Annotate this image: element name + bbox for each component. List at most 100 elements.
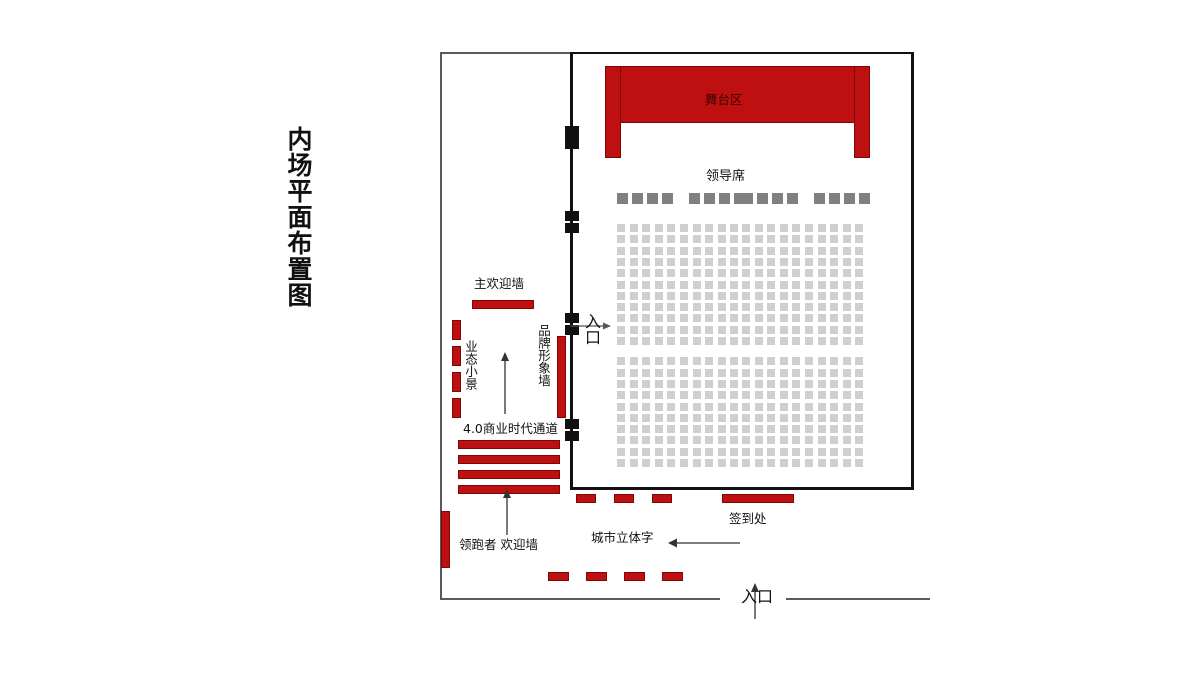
page-title: 内场平面布置图 xyxy=(284,126,313,308)
guest-seat xyxy=(654,269,663,278)
bottom-dash-2 xyxy=(586,572,607,581)
guest-seat xyxy=(830,235,839,244)
guest-seat xyxy=(629,224,638,232)
guest-seat xyxy=(667,314,676,323)
guest-seat xyxy=(642,291,651,300)
guest-seat xyxy=(705,379,714,388)
guest-seat xyxy=(692,325,701,334)
vip-seat xyxy=(719,193,730,204)
guest-seat xyxy=(855,337,864,345)
guest-seat xyxy=(629,402,638,411)
guest-seat xyxy=(817,269,826,278)
guest-seat xyxy=(805,337,813,345)
guest-seat xyxy=(705,303,714,312)
guest-seat xyxy=(680,391,688,400)
guest-seat xyxy=(805,291,813,300)
guest-seat xyxy=(667,325,676,334)
vip-seat xyxy=(844,193,855,204)
guest-seat xyxy=(667,459,676,467)
guest-seat xyxy=(805,235,813,244)
guest-seat xyxy=(654,314,663,323)
guest-seat xyxy=(667,391,676,400)
guest-seat xyxy=(692,436,701,445)
guest-seat xyxy=(817,280,826,289)
hall-wall-bottom xyxy=(570,487,914,490)
guest-seat xyxy=(642,224,651,232)
guest-seat xyxy=(667,447,676,456)
guest-seat xyxy=(792,280,801,289)
guest-seat xyxy=(805,368,813,377)
guest-seat xyxy=(717,391,726,400)
guest-seat xyxy=(792,325,801,334)
guest-seat xyxy=(654,303,663,312)
guest-seat xyxy=(855,224,864,232)
guest-seat xyxy=(805,269,813,278)
guest-seat xyxy=(767,224,776,232)
guest-seat xyxy=(817,291,826,300)
guest-seat xyxy=(654,235,663,244)
guest-seat xyxy=(855,368,864,377)
guest-seat xyxy=(805,459,813,467)
guest-seat xyxy=(855,379,864,388)
guest-seat xyxy=(654,425,663,434)
guest-seat xyxy=(717,413,726,422)
guest-seat xyxy=(792,314,801,323)
guest-seat xyxy=(767,447,776,456)
guest-seat xyxy=(692,314,701,323)
guest-seat xyxy=(730,459,739,467)
entrance-bottom-label[interactable]: 入口 xyxy=(741,587,774,606)
guest-seat xyxy=(767,235,776,244)
corridor-bar-1 xyxy=(458,440,560,449)
guest-seat xyxy=(705,425,714,434)
guest-seat xyxy=(654,402,663,411)
guest-seat xyxy=(680,303,688,312)
guest-seat xyxy=(792,459,801,467)
guest-seat xyxy=(717,402,726,411)
guest-seat xyxy=(805,325,813,334)
guest-seat xyxy=(830,246,839,255)
guest-seat xyxy=(642,436,651,445)
guest-seat xyxy=(705,314,714,323)
door-marker-4-top xyxy=(565,419,579,429)
guest-seat xyxy=(654,246,663,255)
guest-seat xyxy=(617,337,625,345)
guest-seat xyxy=(667,246,676,255)
guest-seat xyxy=(680,436,688,445)
guest-seat xyxy=(617,314,625,323)
guest-seat xyxy=(742,235,750,244)
guest-seat xyxy=(830,402,839,411)
guest-seat xyxy=(680,379,688,388)
guest-seat xyxy=(717,246,726,255)
entrance-right-label[interactable]: 入口 xyxy=(582,313,601,345)
guest-seat xyxy=(742,291,750,300)
guest-seat xyxy=(767,280,776,289)
guest-seat xyxy=(617,413,625,422)
corridor-bar-2 xyxy=(458,455,560,464)
guest-seat xyxy=(754,291,763,300)
guest-seat xyxy=(654,391,663,400)
stage-area-left-wing xyxy=(605,66,621,158)
guest-seat xyxy=(717,291,726,300)
guest-seat xyxy=(817,379,826,388)
guest-seat xyxy=(654,337,663,345)
guest-seat xyxy=(742,303,750,312)
guest-seat xyxy=(654,224,663,232)
guest-seat xyxy=(779,303,788,312)
guest-seat xyxy=(817,368,826,377)
guest-seat xyxy=(754,379,763,388)
guest-seat xyxy=(705,325,714,334)
guest-seat xyxy=(855,269,864,278)
door-marker-2-bottom xyxy=(565,223,579,233)
guest-seat xyxy=(830,314,839,323)
guest-seat xyxy=(779,246,788,255)
guest-seat xyxy=(855,257,864,266)
guest-seat xyxy=(792,425,801,434)
guest-seat xyxy=(617,436,625,445)
guest-seat xyxy=(705,436,714,445)
guest-seat xyxy=(705,413,714,422)
guest-seat xyxy=(855,303,864,312)
guest-seat xyxy=(754,235,763,244)
guest-seat xyxy=(842,402,851,411)
guest-seat xyxy=(692,459,701,467)
guest-seat xyxy=(705,368,714,377)
